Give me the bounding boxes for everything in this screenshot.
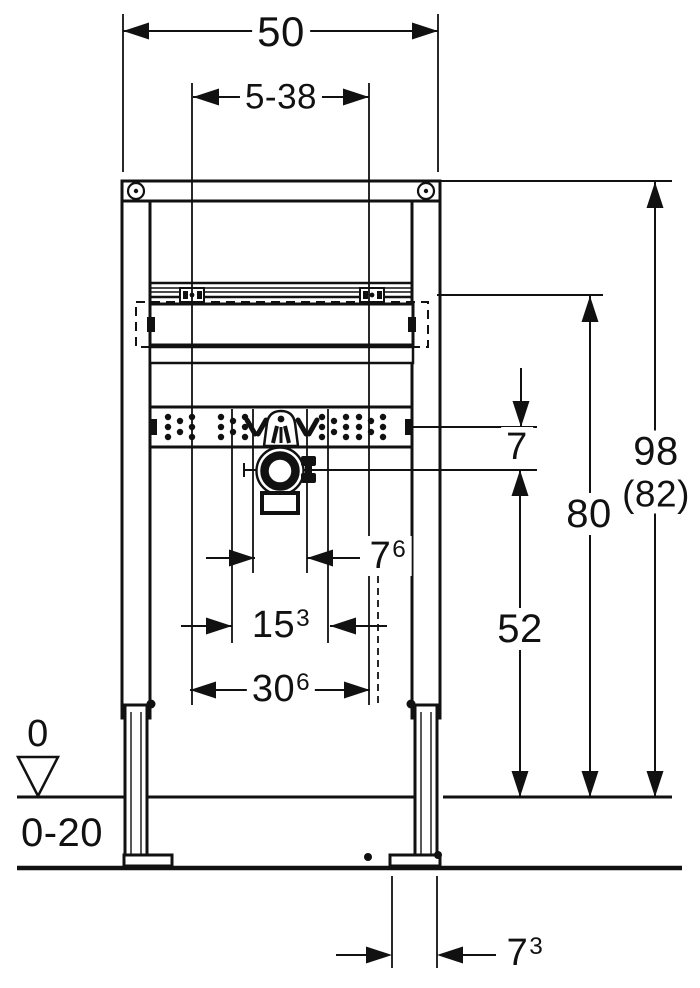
foot-plates xyxy=(122,851,442,868)
floor-lines xyxy=(15,755,682,871)
dim-foot-depth-label: 73 xyxy=(501,932,549,974)
dim-fixing-spacing-label: 306 xyxy=(246,668,316,710)
rail-clamp xyxy=(359,287,385,303)
perforated-mounting-plate xyxy=(148,405,414,449)
dim-plate-to-drain-label: 7 xyxy=(501,427,533,467)
dimension-lines xyxy=(123,22,664,964)
dim-fixing-spacing-sup: 6 xyxy=(296,669,311,696)
dim-rail-height-label: 80 xyxy=(561,493,617,535)
dim-frame-height-main: 98 xyxy=(633,429,679,474)
dim-supply-spacing-value: 7 xyxy=(369,535,392,577)
dim-supply-spacing-label: 76 xyxy=(364,535,412,577)
tap-fixture xyxy=(262,409,300,448)
tap-mounting-rails xyxy=(150,281,412,303)
dim-tap-rail-range-label: 5-38 xyxy=(239,78,323,116)
dim-frame-height-alt: (82) xyxy=(622,473,690,515)
telescoping-legs xyxy=(123,699,439,859)
dim-total-width-label: 50 xyxy=(252,10,310,54)
dim-fixing-spacing-value: 30 xyxy=(251,668,296,710)
adjustable-bracket xyxy=(135,301,429,365)
dim-connection-spacing-sup: 3 xyxy=(296,605,311,632)
drain-outlet xyxy=(255,446,316,515)
leg-lock-knob-icon xyxy=(406,699,416,709)
dim-supply-spacing-sup: 6 xyxy=(392,536,407,563)
dim-frame-height-label: 98 (82) xyxy=(617,429,695,515)
dim-drain-height-label: 52 xyxy=(492,608,548,650)
dim-connection-spacing-label: 153 xyxy=(246,604,316,646)
leg-lock-knob-icon xyxy=(146,699,156,709)
drain-clamp-icon xyxy=(301,456,316,483)
dim-foot-depth-sup: 3 xyxy=(529,933,544,960)
dim-connection-spacing-value: 15 xyxy=(251,604,296,646)
mounting-frame xyxy=(120,179,442,868)
extension-lines xyxy=(122,14,672,968)
floor-level-datum-icon xyxy=(15,755,61,799)
dim-foot-depth-value: 7 xyxy=(506,932,529,974)
floor-datum-label: 0 xyxy=(22,714,54,754)
floor-adjust-range-label: 0-20 xyxy=(15,812,109,854)
